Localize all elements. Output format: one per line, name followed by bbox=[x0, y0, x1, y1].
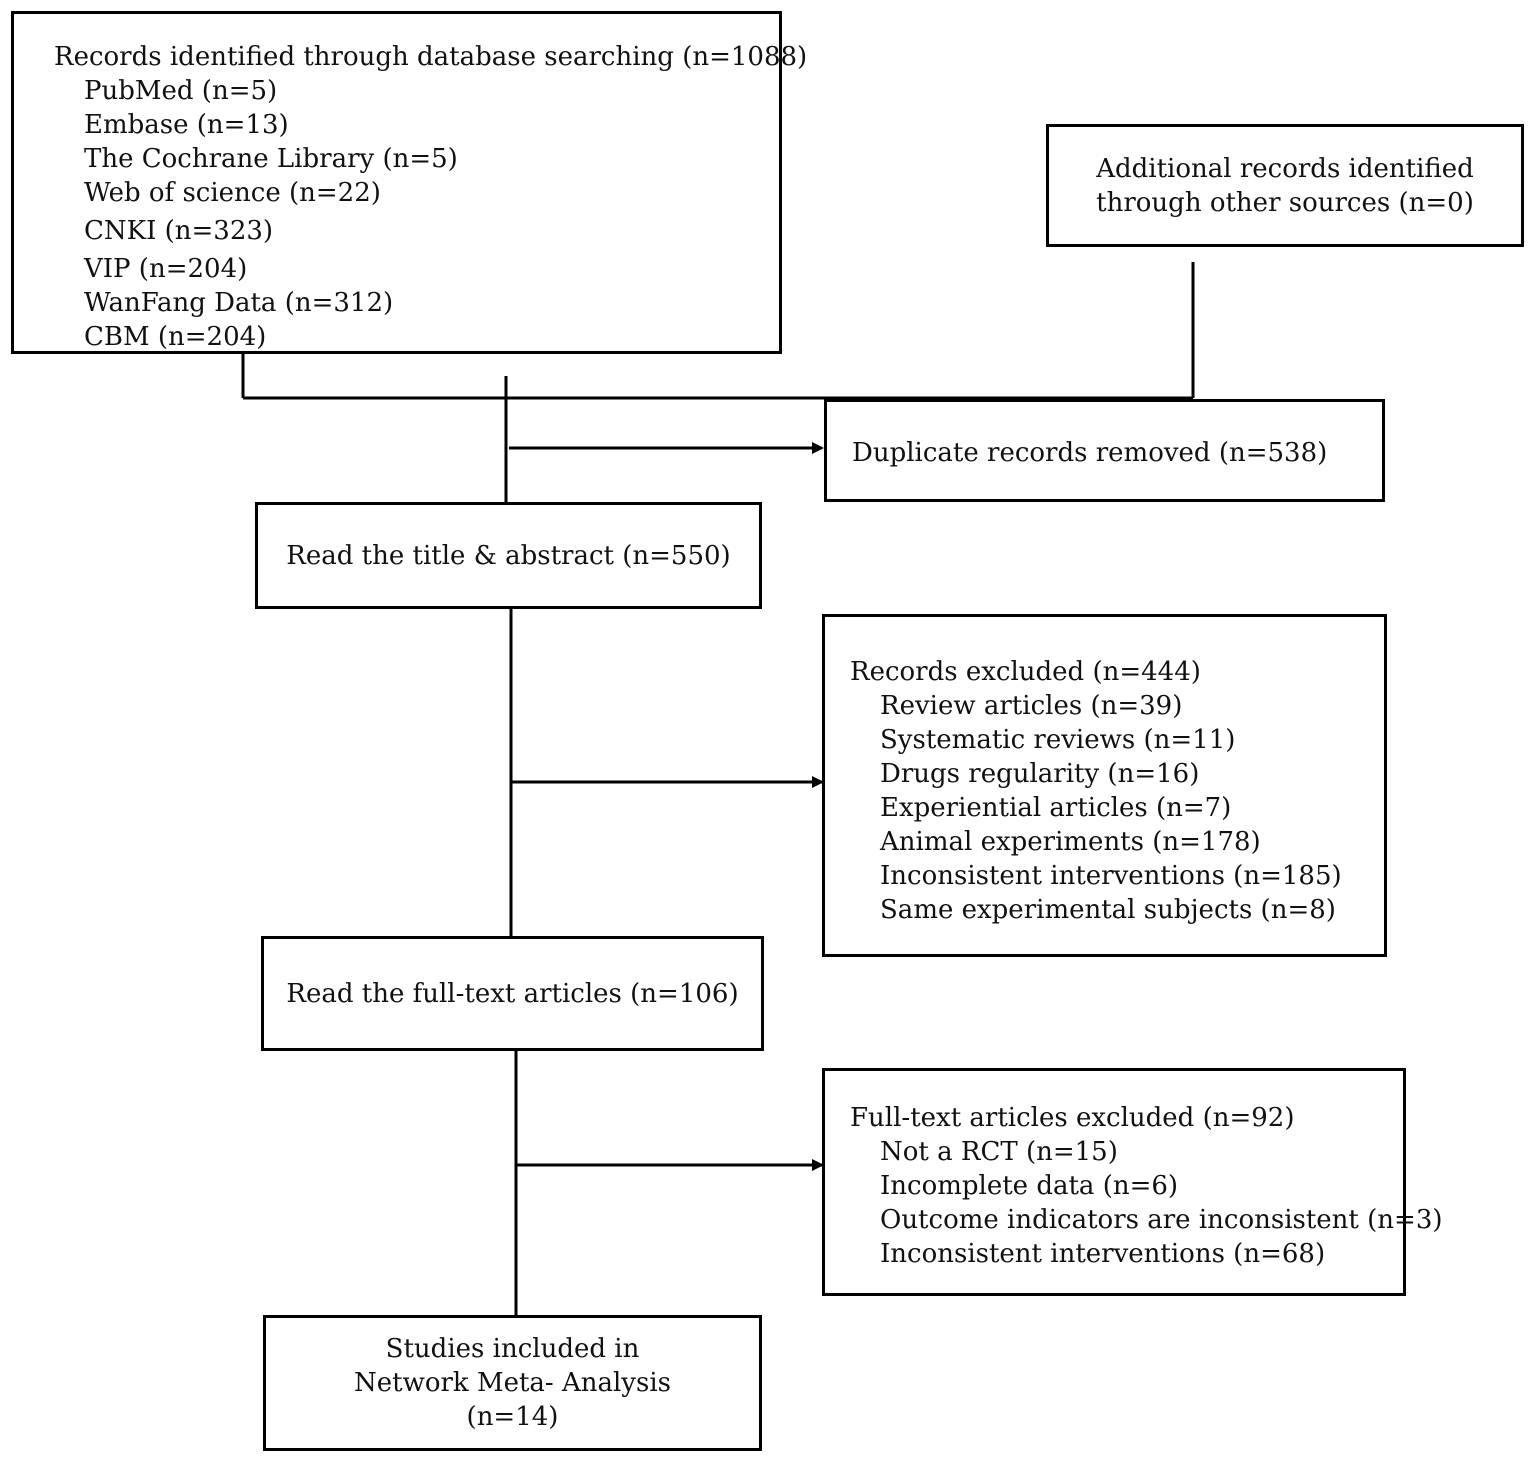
duplicates-label: Duplicate records removed (n=538) bbox=[852, 438, 1328, 468]
database-item: WanFang Data (n=312) bbox=[84, 288, 394, 318]
exclusion-item: Same experimental subjects (n=8) bbox=[880, 895, 1336, 925]
database-item: Embase (n=13) bbox=[84, 110, 289, 140]
fulltext-exclusion-item: Outcome indicators are inconsistent (n=3… bbox=[880, 1205, 1443, 1235]
included-box: Studies included in Network Meta- Analys… bbox=[263, 1315, 762, 1451]
database-item: PubMed (n=5) bbox=[84, 76, 278, 106]
included-line-2: Network Meta- Analysis bbox=[354, 1368, 671, 1398]
fulltext-excluded-box: Full-text articles excluded (n=92) Not a… bbox=[822, 1068, 1443, 1296]
exclusion-item: Inconsistent interventions (n=185) bbox=[880, 861, 1342, 891]
identification-box: Records identified through database sear… bbox=[11, 11, 808, 354]
fulltext-exclusion-item: Incomplete data (n=6) bbox=[880, 1171, 1179, 1201]
fulltext-excluded-header: Full-text articles excluded (n=92) bbox=[850, 1103, 1295, 1133]
database-item: Web of science (n=22) bbox=[84, 178, 381, 208]
database-item: CNKI (n=323) bbox=[84, 216, 274, 246]
database-item: The Cochrane Library (n=5) bbox=[84, 144, 458, 174]
exclusion-item: Drugs regularity (n=16) bbox=[880, 759, 1200, 789]
screening-box: Read the title & abstract (n=550) bbox=[255, 502, 762, 609]
exclusion-item: Animal experiments (n=178) bbox=[880, 827, 1261, 857]
identification-header: Records identified through database sear… bbox=[54, 42, 808, 72]
fulltext-box: Read the full-text articles (n=106) bbox=[261, 936, 764, 1051]
records-excluded-header: Records excluded (n=444) bbox=[850, 657, 1201, 687]
exclusion-item: Experiential articles (n=7) bbox=[880, 793, 1232, 823]
database-item: VIP (n=204) bbox=[84, 254, 248, 284]
fulltext-exclusion-item: Not a RCT (n=15) bbox=[880, 1137, 1118, 1167]
exclusion-item: Review articles (n=39) bbox=[880, 691, 1183, 721]
exclusion-item: Systematic reviews (n=11) bbox=[880, 725, 1236, 755]
included-line-1: Studies included in bbox=[385, 1334, 640, 1364]
records-excluded-box: Records excluded (n=444) Review articles… bbox=[822, 614, 1387, 957]
additional-records-box: Additional records identified through ot… bbox=[1046, 124, 1524, 247]
included-line-3: (n=14) bbox=[466, 1402, 559, 1432]
fulltext-exclusion-item: Inconsistent interventions (n=68) bbox=[880, 1239, 1326, 1269]
additional-line-1: Additional records identified bbox=[1096, 153, 1474, 184]
additional-line-2: through other sources (n=0) bbox=[1096, 187, 1474, 218]
database-item: CBM (n=204) bbox=[84, 322, 267, 352]
screening-label: Read the title & abstract (n=550) bbox=[286, 540, 731, 571]
duplicates-removed-box: Duplicate records removed (n=538) bbox=[824, 399, 1385, 502]
fulltext-label: Read the full-text articles (n=106) bbox=[286, 978, 739, 1009]
